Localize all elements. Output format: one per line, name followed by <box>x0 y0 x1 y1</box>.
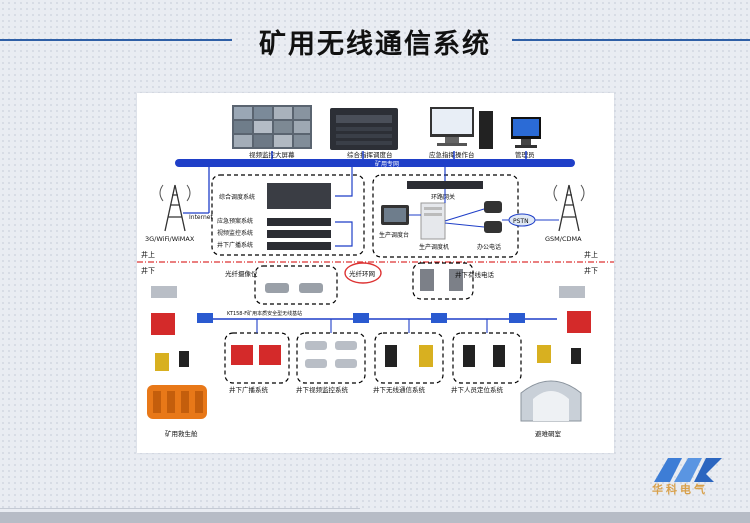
title-rule-right <box>512 39 750 41</box>
production-console-icon <box>381 205 409 225</box>
production-links <box>409 189 509 228</box>
company-logo-icon <box>654 458 722 482</box>
wireless-tower-right-icon <box>553 184 585 232</box>
subsystem-wireless-box <box>374 332 444 384</box>
base-station-4 <box>509 313 525 323</box>
diagram-panel: 视频监控大屏幕 综合指挥调度台 应急指挥操作台 管理员 矿用专网 3G/WiFi… <box>137 93 614 453</box>
fiber-camera-1 <box>265 283 289 293</box>
wired-phone-2 <box>449 269 463 291</box>
office-phone-label: 办公电话 <box>477 243 501 251</box>
broadcast-box-right <box>567 311 591 333</box>
rescue-capsule-icon <box>147 385 207 419</box>
private-network-bus <box>175 159 575 167</box>
subsystem-links <box>256 319 488 333</box>
network-diagram: 视频监控大屏幕 综合指挥调度台 应急指挥操作台 管理员 矿用专网 3G/WiFi… <box>137 105 614 438</box>
terminal-right <box>571 348 581 364</box>
wireless-tower-left-icon <box>159 184 191 232</box>
title-rule-left <box>0 39 232 41</box>
page-title: 矿用无线通信系统 <box>259 29 491 60</box>
bus-label: 矿用专网 <box>375 160 399 168</box>
video-camera-3 <box>305 359 327 368</box>
link-servers <box>335 221 353 247</box>
phone-left <box>155 353 169 371</box>
footer-bar <box>0 512 750 523</box>
title-banner: 矿用无线通信系统 <box>0 22 750 60</box>
video-wall-monitors <box>232 105 312 149</box>
system-label-broadcast: 井下广播系统 <box>217 241 253 249</box>
mine-camera-left <box>151 286 177 298</box>
emergency-station-label: 应急指挥操作台 <box>429 150 475 159</box>
refuge-room-label: 避难硐室 <box>535 429 562 438</box>
broadcast-server <box>267 242 331 250</box>
wired-phone-label: 井下有线电话 <box>455 270 495 279</box>
mine-camera-right <box>559 286 585 298</box>
office-phone-icon <box>484 201 502 233</box>
production-switch-label: 生产调度机 <box>419 243 449 251</box>
production-switch-icon <box>420 202 446 240</box>
pstn-label: PSTN <box>513 218 529 225</box>
positioning-tag-1 <box>463 345 475 367</box>
subsystem-positioning-box <box>452 332 522 384</box>
below-ground-label-right: 井下 <box>584 266 598 275</box>
video-server <box>267 230 331 238</box>
fiber-camera-2 <box>299 283 323 293</box>
positioning-tag-2 <box>493 345 505 367</box>
wireless-phone-2 <box>419 345 433 367</box>
broadcast-speaker-2 <box>259 345 281 365</box>
link-dispatch-bus <box>335 167 353 197</box>
wireless-phone-1 <box>385 345 397 367</box>
subsystem-label-wireless: 井下无线通信系统 <box>373 385 426 394</box>
admin-label: 管理员 <box>515 150 535 159</box>
above-ground-label-right: 井上 <box>584 250 598 259</box>
dispatch-console-label: 综合指挥调度台 <box>347 150 393 159</box>
wired-phone-box <box>412 262 474 300</box>
subsystem-label-video: 井下视频监控系统 <box>296 385 349 394</box>
dispatch-server <box>267 183 331 209</box>
wireless-left-label: 3G/WiFi/WiMAX <box>145 235 195 243</box>
fiber-monitor-label: 光纤摄像仪 <box>225 269 258 278</box>
system-label-video: 视频监控系统 <box>217 229 253 237</box>
subsystem-video-box <box>296 332 366 384</box>
wired-phone-1 <box>420 269 434 291</box>
emergency-server <box>267 218 331 226</box>
below-ground-label-left: 井下 <box>141 266 155 275</box>
company-logo-text: 华科电气 <box>652 483 708 496</box>
base-station-3 <box>431 313 447 323</box>
emergency-station-device <box>430 107 493 149</box>
dispatch-console-device <box>330 108 398 150</box>
base-station-1 <box>197 313 213 323</box>
refuge-room-icon <box>520 380 582 422</box>
gateway-label: 环路网关 <box>431 193 455 201</box>
base-station-label: KT158-F矿用本质安全型无线基站 <box>227 310 302 317</box>
gateway-device <box>407 181 483 189</box>
broadcast-speaker-1 <box>231 345 253 365</box>
video-camera-4 <box>335 359 357 368</box>
rescue-capsule-label: 矿用救生舱 <box>165 429 198 438</box>
internet-label: Internet <box>189 214 213 221</box>
subsystem-label-positioning: 井下人员定位系统 <box>451 385 504 394</box>
admin-computer-device <box>511 117 541 148</box>
phone-right <box>537 345 551 363</box>
fiber-ring-label: 光纤环网 <box>349 269 375 278</box>
video-camera-1 <box>305 341 327 350</box>
footer-rule <box>0 508 360 509</box>
production-console-label: 生产调度台 <box>379 231 409 239</box>
terminal-left <box>179 351 189 367</box>
system-label-dispatch: 综合调度系统 <box>219 193 255 201</box>
subsystem-label-broadcast: 井下广播系统 <box>229 385 269 394</box>
broadcast-box-left <box>151 313 175 335</box>
base-station-2 <box>353 313 369 323</box>
wireless-right-label: GSM/CDMA <box>545 235 582 243</box>
video-camera-2 <box>335 341 357 350</box>
system-label-emergency: 应急预案系统 <box>217 217 253 225</box>
above-ground-label-left: 井上 <box>141 250 155 259</box>
